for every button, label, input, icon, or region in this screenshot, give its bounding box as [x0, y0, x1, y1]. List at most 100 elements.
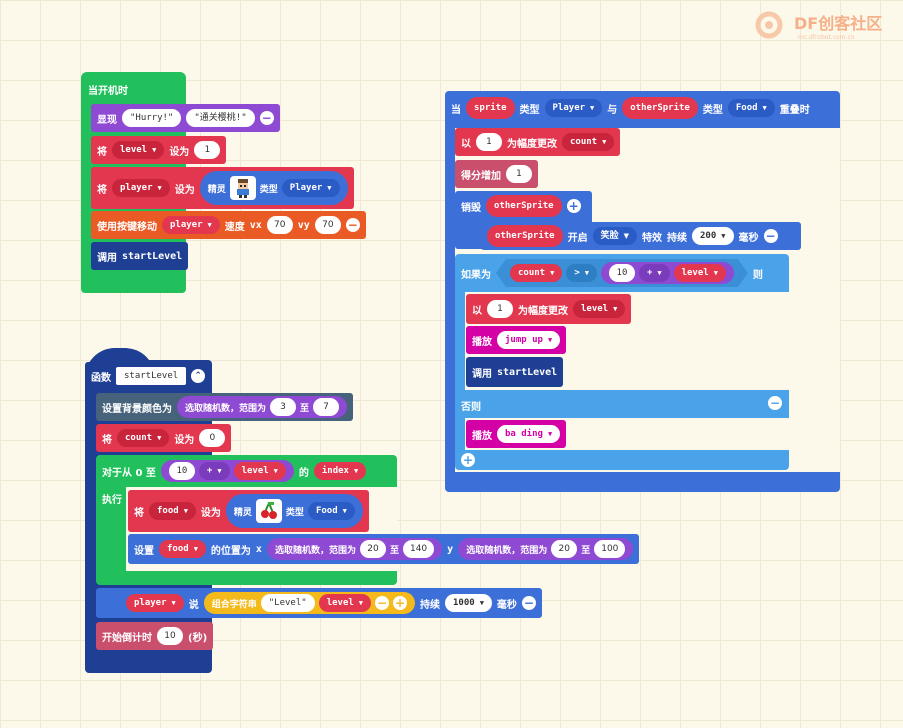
food-var-dropdown[interactable]: food▼: [149, 502, 196, 520]
remove-icon[interactable]: −: [375, 596, 389, 610]
set-player-block[interactable]: 将 player▼ 设为 精灵 类型 Player▼: [91, 167, 354, 209]
for-value[interactable]: 10: [168, 462, 195, 480]
x-from-value[interactable]: 20: [359, 540, 386, 558]
score-value[interactable]: 1: [506, 165, 532, 183]
play-sound-block[interactable]: 播放 ba ding▼: [466, 420, 567, 448]
say-block[interactable]: player▼ 说 组合字符串 "Level" level▼ − + 持续 10…: [96, 588, 542, 618]
player-kind-dropdown[interactable]: Player▼: [544, 99, 603, 117]
level-value[interactable]: 1: [194, 141, 221, 159]
remove-icon[interactable]: −: [259, 111, 274, 125]
remove-icon[interactable]: −: [521, 596, 536, 610]
remove-icon[interactable]: −: [763, 229, 778, 243]
string-hurry[interactable]: "Hurry!": [122, 109, 182, 127]
random-y-block[interactable]: 选取随机数，范围为 20 至 100: [458, 538, 634, 560]
sound-dropdown[interactable]: jump up▼: [497, 331, 561, 349]
random-block[interactable]: 选取随机数，范围为 3 至 7: [177, 396, 348, 418]
create-sprite-block[interactable]: 精灵 类型 Food▼: [225, 494, 363, 528]
random-x-block[interactable]: 选取随机数，范围为 20 至 140: [266, 538, 443, 560]
othersprite-var[interactable]: otherSprite: [487, 225, 563, 247]
remove-else-icon[interactable]: −: [768, 396, 782, 410]
join-string-block[interactable]: 组合字符串 "Level" level▼ − +: [203, 592, 415, 614]
y-from-value[interactable]: 20: [551, 540, 578, 558]
change-value[interactable]: 1: [476, 133, 502, 151]
index-var-dropdown[interactable]: index▼: [313, 462, 367, 480]
countdown-block[interactable]: 开始倒计时 10 (秒): [96, 622, 214, 650]
player-var-dropdown[interactable]: player▼: [126, 594, 184, 612]
play-sound-block[interactable]: 播放 jump up▼: [466, 326, 567, 354]
vx-label: vx: [249, 219, 262, 231]
sprite-var-dropdown[interactable]: sprite: [466, 97, 515, 119]
effect-row[interactable]: otherSprite 开启 笑脸▼ 特效 持续 200▼ 毫秒 −: [481, 222, 801, 250]
add-expression[interactable]: 10 +▼ level▼: [160, 460, 294, 482]
add-icon[interactable]: +: [393, 596, 407, 610]
effect-dropdown[interactable]: 笑脸▼: [592, 227, 638, 245]
create-sprite-block[interactable]: 精灵 类型 Player▼: [199, 171, 348, 205]
player-sprite-image[interactable]: [229, 176, 256, 200]
food-kind-dropdown[interactable]: Food▼: [307, 502, 355, 520]
countdown-label: 开始倒计时: [102, 632, 152, 644]
move-with-buttons-block[interactable]: 使用按键移动 player▼ 速度 vx 70 vy 70 −: [91, 211, 366, 239]
x-to-value[interactable]: 140: [402, 540, 435, 558]
call-startlevel-block[interactable]: 调用 startLevel: [91, 242, 189, 270]
change-level-block[interactable]: 以 1 为幅度更改 level▼: [466, 294, 632, 324]
add-else-icon[interactable]: +: [461, 453, 475, 467]
player-var-dropdown[interactable]: player▼: [162, 216, 220, 234]
vx-value[interactable]: 70: [266, 216, 293, 234]
y-to-value[interactable]: 100: [594, 540, 626, 558]
set-to-label: 设为: [169, 146, 190, 158]
remove-icon[interactable]: −: [345, 218, 360, 232]
level-var-dropdown[interactable]: level▼: [112, 141, 165, 159]
set-food-block[interactable]: 将 food▼ 设为 精灵 类型 Food▼: [128, 490, 369, 532]
count-var-dropdown[interactable]: count▼: [117, 429, 170, 447]
change-mid-label: 为幅度更改: [518, 305, 568, 317]
level-var-dropdown[interactable]: level▼: [674, 264, 726, 282]
change-value[interactable]: 1: [487, 300, 513, 318]
effect-ms-dropdown[interactable]: 200▼: [692, 227, 734, 245]
if-value[interactable]: 10: [609, 264, 635, 282]
level-var-dropdown[interactable]: level▼: [318, 594, 371, 612]
countdown-value[interactable]: 10: [157, 627, 183, 645]
plus-operator-dropdown[interactable]: +▼: [198, 462, 230, 480]
sound-dropdown[interactable]: ba ding▼: [497, 425, 561, 443]
bg-from-value[interactable]: 3: [270, 398, 297, 416]
food-var-dropdown[interactable]: food▼: [159, 540, 206, 558]
count-var-dropdown[interactable]: count▼: [510, 264, 562, 282]
function-header[interactable]: 函数 startLevel ⌃: [85, 362, 212, 390]
set-background-color-block[interactable]: 设置背景颜色为 选取随机数，范围为 3 至 7: [96, 393, 354, 421]
chevron-down-icon: ▼: [171, 599, 176, 607]
chevron-down-icon: ▼: [273, 467, 278, 475]
plus-operator-dropdown[interactable]: +▼: [639, 264, 670, 282]
change-count-block[interactable]: 以 1 为幅度更改 count▼: [455, 128, 621, 156]
ms-dropdown[interactable]: 1000▼: [445, 594, 492, 612]
food-kind-dropdown[interactable]: Food▼: [727, 99, 775, 117]
on-overlap-header[interactable]: 当 sprite 类型 Player▼ 与 otherSprite 类型 Foo…: [445, 93, 816, 123]
set-position-block[interactable]: 设置 food▼ 的位置为 x 选取随机数，范围为 20 至 140 y 选取随…: [128, 534, 640, 564]
othersprite-var[interactable]: otherSprite: [486, 195, 562, 217]
level-string[interactable]: "Level": [260, 594, 315, 612]
level-var-dropdown[interactable]: level▼: [233, 462, 286, 480]
score-add-block[interactable]: 得分增加 1: [455, 160, 538, 188]
compare-operator-dropdown[interactable]: >▼: [566, 264, 597, 282]
set-level-block[interactable]: 将 level▼ 设为 1: [91, 136, 227, 164]
othersprite-var[interactable]: otherSprite: [622, 97, 698, 119]
string-clear[interactable]: "通关樱桃!": [186, 109, 255, 127]
food-sprite-image[interactable]: [255, 499, 282, 523]
if-header[interactable]: 如果为 count▼ >▼ 10 +▼ level▼ 则: [455, 258, 769, 288]
player-var-dropdown[interactable]: player▼: [112, 179, 170, 197]
call-startlevel-block[interactable]: 调用 startLevel: [466, 357, 564, 387]
for-loop-header[interactable]: 对于从 0 至 10 +▼ level▼ 的 index▼: [96, 457, 372, 485]
compare-expression[interactable]: count▼ >▼ 10 +▼ level▼: [496, 259, 748, 287]
count-value[interactable]: 0: [199, 429, 226, 447]
speed-label: 速度: [224, 221, 245, 233]
bg-to-value[interactable]: 7: [313, 398, 340, 416]
show-string-block[interactable]: 显现 "Hurry!" "通关樱桃!" −: [91, 104, 280, 132]
level-var-dropdown[interactable]: level▼: [573, 300, 626, 318]
add-expression[interactable]: 10 +▼ level▼: [601, 262, 734, 284]
add-icon[interactable]: +: [566, 199, 581, 213]
collapse-icon[interactable]: ⌃: [191, 369, 206, 383]
set-count-block[interactable]: 将 count▼ 设为 0: [96, 424, 232, 452]
function-name-field[interactable]: startLevel: [116, 367, 187, 385]
vy-value[interactable]: 70: [314, 216, 341, 234]
count-var-dropdown[interactable]: count▼: [562, 133, 615, 151]
player-kind-dropdown[interactable]: Player▼: [281, 179, 340, 197]
